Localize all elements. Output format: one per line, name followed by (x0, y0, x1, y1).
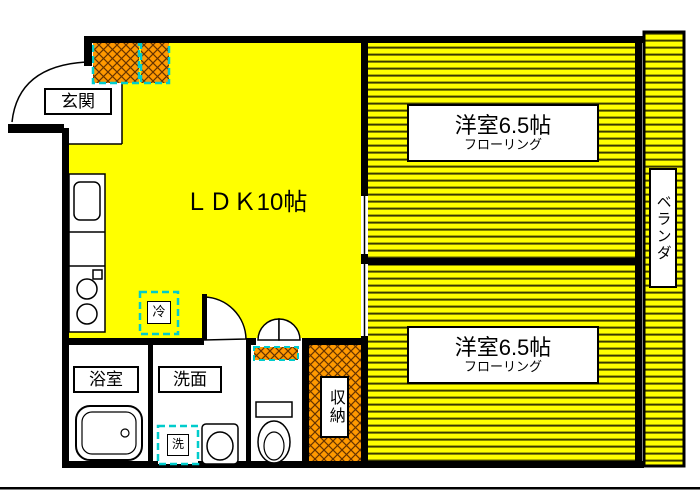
wall-right (635, 36, 642, 468)
doors (8, 61, 301, 341)
bathtub-drain-icon (120, 428, 130, 438)
ldk-label: ＬＤＫ10帖 (184, 189, 308, 217)
veranda-label: ベランダ (649, 168, 677, 288)
toilet-tank-icon (255, 401, 293, 418)
kitchen-sink-icon (73, 181, 101, 221)
wall-washroom-toilet (246, 345, 251, 461)
wall-toilet-storage (302, 338, 309, 468)
image-bottom-border (0, 487, 700, 490)
sanitary-fixtures (75, 401, 293, 465)
western-room-bottom-floor-type: フローリング (463, 359, 542, 375)
wall-bath-washroom (148, 345, 153, 461)
western-room-bottom-label: 洋室6.5帖 フローリング (407, 326, 599, 384)
shoe-cabinet-right (139, 39, 171, 85)
cabinets (91, 39, 299, 361)
refrigerator-label: 冷 (147, 301, 171, 324)
wall-between-rooms (368, 258, 635, 265)
toilet-door-right-leaf (278, 318, 301, 341)
western-room-top-name: 洋室6.5帖 (454, 112, 552, 138)
washroom-label: 洗面 (158, 366, 222, 393)
bathroom-label: 浴室 (73, 366, 139, 393)
entrance-step-lines (64, 83, 123, 145)
wall-entrance-stub (84, 36, 92, 66)
refrigerator-outline (138, 290, 180, 336)
toilet-shelf (253, 346, 299, 361)
stove-control-icon (92, 269, 103, 280)
wall-bottom (62, 461, 644, 468)
door-openings (204, 196, 368, 345)
entrance-label: 玄関 (44, 88, 112, 115)
washroom-door-swing (203, 296, 247, 341)
toilet-door-opening (256, 338, 302, 345)
stove-burner-1-icon (76, 278, 98, 300)
western-room-bottom-name: 洋室6.5帖 (454, 334, 552, 360)
washbasin-bowl-icon (206, 431, 234, 461)
toilet-seat-icon (263, 431, 285, 461)
entrance-door-leaf (8, 124, 64, 133)
wall-left (62, 128, 69, 468)
storage-label: 収納 (320, 376, 349, 438)
washing-machine-label: 洗 (167, 434, 189, 456)
bathtub-inner-icon (81, 411, 137, 455)
entrance-door-arc (11, 61, 87, 123)
washroom-door-opening (204, 338, 246, 345)
shoe-cabinet-left (91, 39, 141, 85)
western-room-top-label: 洋室6.5帖 フローリング (407, 104, 599, 162)
washroom-door-leaf (202, 294, 207, 340)
western-room-top-floor-type: フローリング (463, 137, 542, 153)
kitchen-unit (68, 173, 106, 333)
stove-burner-2-icon (76, 303, 98, 325)
